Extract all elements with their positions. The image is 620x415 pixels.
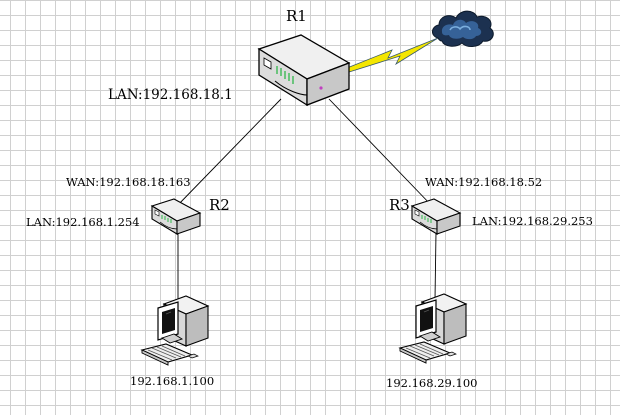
r3-wan-label: WAN:192.168.18.52 [425,175,543,189]
r2-name-label: R2 [209,196,230,214]
r2-lan-label: LAN:192.168.1.254 [26,215,140,229]
pc2-ip-label: 192.168.29.100 [386,376,478,390]
wan-lightning-link [346,37,439,73]
r1-lan-label: LAN:192.168.18.1 [108,87,233,103]
r1-name-label: R1 [286,7,307,25]
link-r1-r3 [328,98,434,208]
computer-pc1-icon [140,295,210,366]
link-r1-r2 [175,98,282,208]
link-r3-pc2 [434,231,437,301]
router-r1-led-icon [276,66,294,84]
r3-lan-label: LAN:192.168.29.253 [472,214,593,228]
router-r2-port-icon [154,209,160,217]
router-r3-port-icon [414,209,420,217]
computer-pc2-icon [398,293,468,364]
r3-name-label: R3 [389,196,410,214]
router-r1-port-icon [263,57,272,70]
router-r3-led-icon [421,215,432,223]
router-r2 [150,198,202,235]
router-r1 [257,34,351,107]
pc1-ip-label: 192.168.1.100 [130,374,215,388]
router-r2-led-icon [161,215,172,223]
router-r3 [410,198,462,235]
r2-wan-label: WAN:192.168.18.163 [66,175,191,189]
cloud-icon [432,10,494,47]
